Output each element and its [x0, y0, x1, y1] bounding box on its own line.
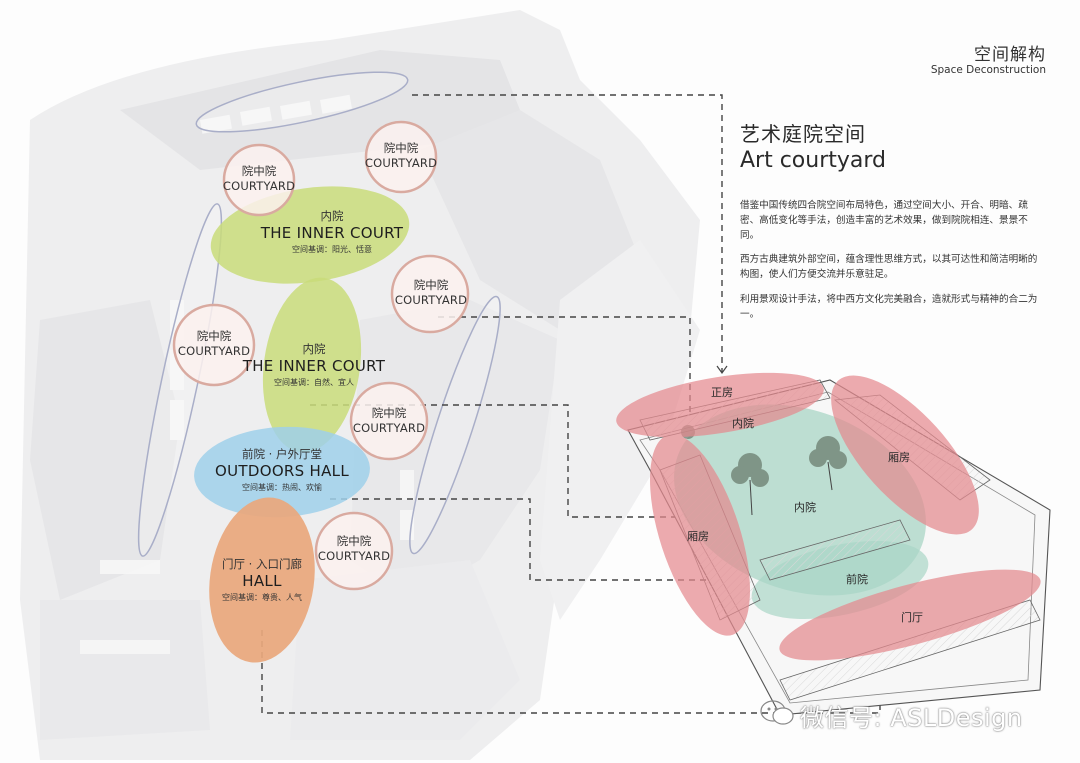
courtyard-label-4: 院中院 COURTYARD: [178, 328, 250, 358]
courtyard-label-3: 院中院 COURTYARD: [395, 277, 467, 307]
courtyard-label-cn: 院中院: [383, 141, 419, 155]
paragraph-1: 借鉴中国传统四合院空间布局特色，通过空间大小、开合、明暗、疏密、高低变化等手法，…: [740, 200, 1028, 241]
header-title-cn: 空间解构: [974, 45, 1046, 65]
courtyard-circle-1: [222, 143, 296, 217]
courtyard-label-en: COURTYARD: [364, 156, 438, 170]
courtyard-label-en: COURTYARD: [177, 344, 251, 358]
zone-label-en: HALL: [242, 572, 282, 590]
paragraph-3: 利用景观设计手法，将中西方文化完美融合，造就形式与精神的合二为一。: [740, 294, 1038, 320]
courtyard-label-en: COURTYARD: [352, 421, 426, 435]
courtyard-label-cn: 院中院: [241, 164, 277, 178]
courtyard-circle-2: [364, 120, 438, 194]
courtyard-label-6: 院中院 COURTYARD: [318, 533, 390, 563]
courtyard-circle-4: [172, 303, 256, 387]
label-wing-right: 厢房: [888, 451, 910, 464]
zone-label-inner-court-1: 内院 THE INNER COURT 空间基调：阳光、恬意: [261, 208, 403, 255]
wechat-icon: [760, 700, 794, 725]
courtyard-label-1: 院中院 COURTYARD: [223, 163, 295, 193]
courtyard-label-en: COURTYARD: [317, 549, 391, 563]
zone-label-outdoors-hall: 前院 · 户外厅堂 OUTDOORS HALL 空间基调：热闹、欢愉: [215, 446, 349, 493]
zone-label-en: OUTDOORS HALL: [215, 462, 349, 480]
watermark-text: 微信号: ASLDesign: [800, 704, 1023, 732]
header-title-en: Space Deconstruction: [930, 64, 1046, 76]
highlight-wing-right: [831, 375, 979, 535]
connector-top: [412, 94, 723, 372]
label-inner-court-top: 内院: [732, 417, 754, 430]
zone-label-hall: 门厅 · 入口门廊 HALL 空间基调：尊贵、人气: [222, 556, 302, 603]
zone-label-cn: 前院 · 户外厅堂: [242, 447, 322, 461]
zone-outdoors-hall: [194, 426, 370, 518]
outline-ellipse-right: [409, 295, 501, 555]
highlight-main-house: [616, 372, 824, 438]
zone-label-inner-court-2: 内院 THE INNER COURT 空间基调：自然、宜人: [243, 341, 385, 388]
outline-ellipse-top: [195, 71, 409, 133]
connector-outdoors: [330, 498, 820, 581]
zone-label-sub: 空间基调：阳光、恬意: [291, 245, 372, 254]
label-inner-court-center: 内院: [794, 501, 816, 514]
zone-label-sub: 空间基调：尊贵、人气: [222, 593, 302, 602]
arrow-icon: [716, 365, 728, 375]
zone-label-sub: 空间基调：自然、宜人: [273, 378, 354, 387]
courtyard-label-2: 院中院 COURTYARD: [365, 140, 437, 170]
courtyard-label-cn: 院中院: [336, 534, 372, 548]
label-front-court: 前院: [846, 573, 868, 586]
courtyard-circle-5: [349, 381, 429, 461]
zone-label-en: THE INNER COURT: [260, 224, 404, 242]
courtyard-circle-6: [314, 511, 394, 591]
courtyard-label-en: COURTYARD: [394, 293, 468, 307]
courtyard-label-cn: 院中院: [196, 329, 232, 343]
courtyard-label-cn: 院中院: [413, 278, 449, 292]
label-wing-left: 厢房: [687, 530, 709, 543]
paragraph-2: 西方古典建筑外部空间，蕴含理性思维方式，以其可达性和简洁明晰的构图，使人们方便交…: [740, 254, 1038, 280]
label-gate-hall: 门厅: [901, 611, 923, 624]
courtyard-label-5: 院中院 COURTYARD: [353, 405, 425, 435]
zone-label-cn: 内院: [302, 342, 326, 356]
zone-label-cn: 内院: [320, 209, 344, 223]
courtyard-label-cn: 院中院: [371, 406, 407, 420]
zone-label-en: THE INNER COURT: [242, 357, 386, 375]
zone-label-cn: 门厅 · 入口门廊: [222, 557, 302, 571]
highlight-wing-left: [649, 434, 751, 636]
label-main-house: 正房: [711, 386, 733, 399]
zone-hall: [209, 497, 315, 663]
section-title-en: Art courtyard: [740, 148, 887, 173]
highlight-gate-hall: [779, 569, 1041, 661]
courtyard-circle-3: [390, 254, 470, 334]
zone-label-sub: 空间基调：热闹、欢愉: [241, 483, 322, 492]
courtyard-label-en: COURTYARD: [222, 179, 296, 193]
zone-inner-court-2: [262, 277, 362, 453]
section-title-cn: 艺术庭院空间: [740, 122, 866, 146]
outline-ellipse-left: [137, 203, 223, 557]
